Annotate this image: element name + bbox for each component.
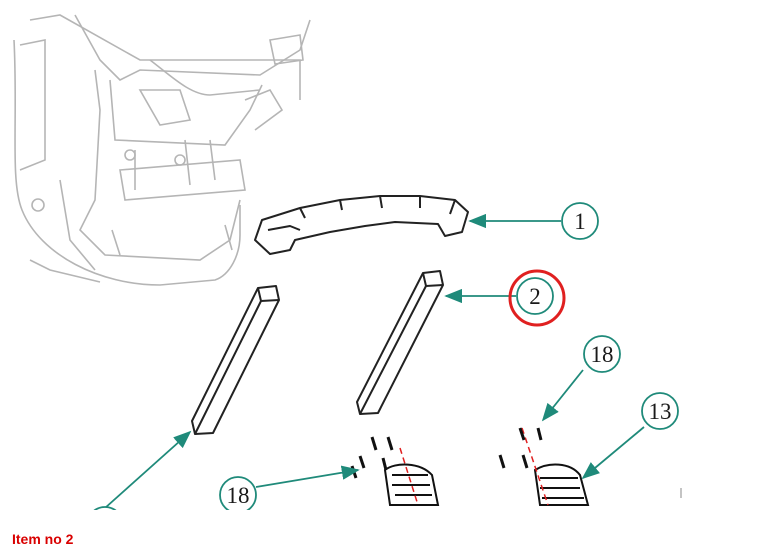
svg-text:18: 18 [227,483,250,508]
wheel-assembly-right [498,427,590,506]
leader-lines [104,213,645,509]
callout-item-18-left: 18 [219,476,257,510]
callout-item-13: 13 [641,392,679,430]
callout-item-2: 2 [508,269,566,327]
svg-text:2: 2 [529,284,541,309]
machine-body-outline [13,14,311,286]
leader-bottom-left [104,430,192,509]
leader-item-13 [581,426,645,480]
leader-item-18-right [541,369,584,422]
part-2-bar-right [356,270,444,415]
leader-item-18-left [255,465,360,488]
screw-pair-left [350,455,366,479]
svg-text:18: 18 [591,342,614,367]
wheel-assembly-left [370,436,440,506]
highlight-ring [508,269,566,327]
callout-item-18-right: 18 [583,335,621,373]
item-caption: Item no 2 [12,531,74,547]
svg-text:1: 1 [574,209,586,234]
callout-bottom-left-partial [93,506,117,510]
part-1-handle [254,195,469,255]
exploded-parts-diagram: 1 2 18 13 18 [13,14,682,510]
svg-text:13: 13 [649,399,672,424]
part-2-bar-left [191,285,280,435]
callout-item-1: 1 [561,202,599,240]
